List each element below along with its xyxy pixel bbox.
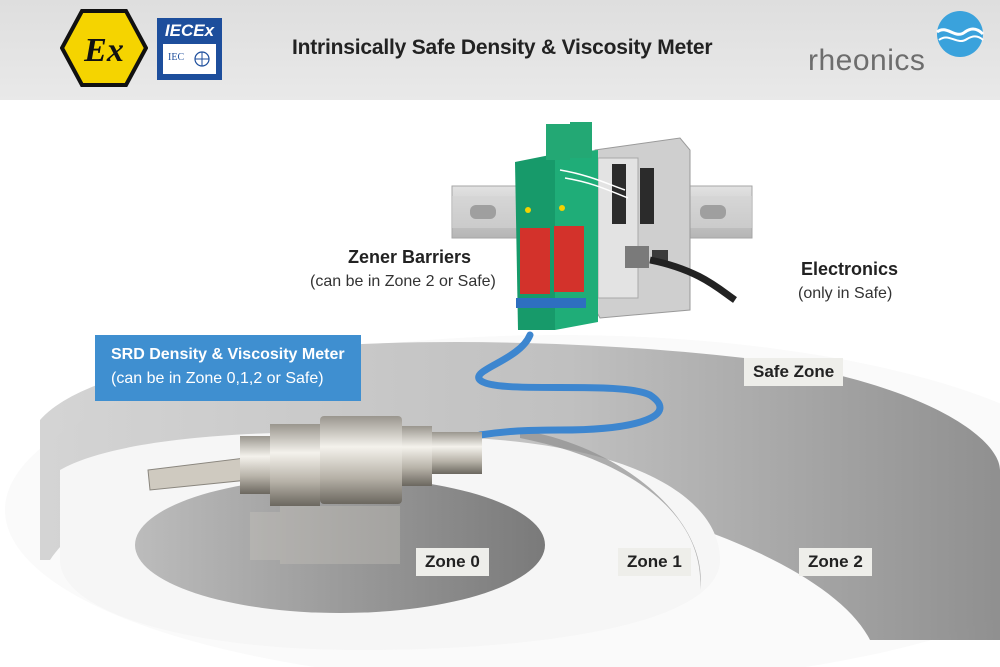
iecex-logo-inner: IEC (163, 44, 216, 74)
zone-2-label: Zone 2 (799, 548, 872, 576)
ex-logo-text: Ex (83, 32, 124, 69)
ex-hazard-icon: Ex (60, 9, 148, 87)
meter-cable (475, 331, 664, 439)
zener-barriers-subtitle: (can be in Zone 2 or Safe) (310, 273, 496, 290)
zener-barriers (515, 122, 629, 330)
iec-emblem-icon (194, 51, 210, 67)
system-illustration (5, 122, 1000, 667)
zone-0-ring (135, 477, 545, 613)
zone-0-label: Zone 0 (416, 548, 489, 576)
zone-1-label: Zone 1 (618, 548, 691, 576)
header-bar: Ex IECEx IEC Intrinsically Safe Density … (0, 0, 1000, 100)
brand-wordmark: rheonics (808, 44, 926, 77)
srd-callout-title: SRD Density & Viscosity Meter (111, 346, 345, 363)
srd-callout-subtitle: (can be in Zone 0,1,2 or Safe) (111, 370, 324, 387)
srd-callout: SRD Density & Viscosity Meter (can be in… (95, 335, 361, 401)
electronics-subtitle: (only in Safe) (798, 285, 893, 302)
iecex-logo-text: IECEx (164, 21, 215, 40)
zone-rings (5, 335, 1000, 667)
zener-barriers-title: Zener Barriers (348, 247, 472, 267)
rheonics-logo-icon (936, 11, 985, 57)
srd-sensor (147, 416, 482, 564)
electronics-module (589, 137, 737, 319)
safe-zone-label: Safe Zone (744, 358, 844, 386)
zone-2-ring (40, 342, 1000, 640)
page-title: Intrinsically Safe Density & Viscosity M… (292, 36, 713, 59)
electronics-title: Electronics (801, 259, 899, 279)
iec-text: IEC (168, 52, 185, 63)
iecex-logo: IECEx IEC (157, 18, 222, 80)
